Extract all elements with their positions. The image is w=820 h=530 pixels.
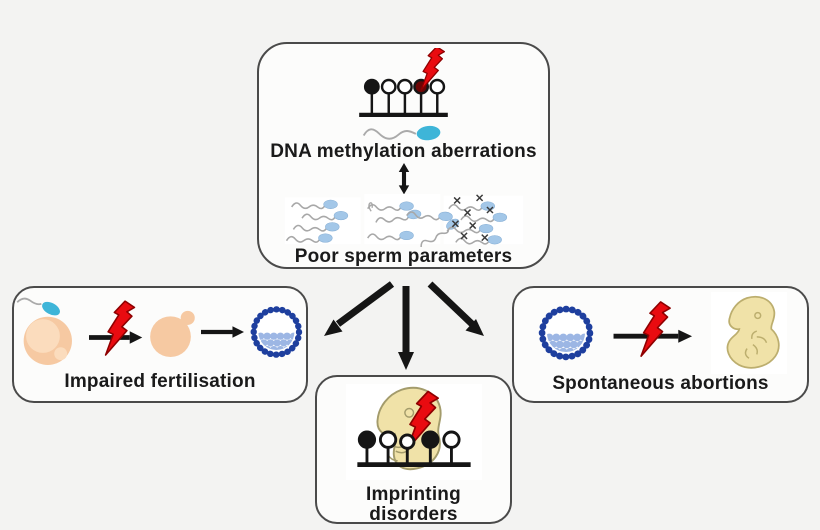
down-left-arrow-icon — [324, 281, 395, 336]
impaired-fertilisation-box: Impaired fertilisation — [12, 286, 308, 403]
double-arrow-icon — [398, 163, 409, 195]
embryo-methylation-icon — [356, 386, 471, 471]
methylation-lollipops-icon — [359, 48, 448, 117]
sperm-group-abnormal-icon — [366, 201, 462, 248]
sperm-groups-icon — [284, 194, 523, 248]
top-box-caption: Poor sperm parameters — [294, 245, 513, 267]
fetus-icon — [726, 295, 780, 369]
center-box-caption-line2: disorders — [369, 504, 458, 525]
blastocyst-icon — [538, 305, 593, 361]
imprinting-disorders-box: Imprinting disorders — [315, 375, 512, 525]
zygote-icon — [150, 310, 196, 358]
lightning-arrow-icon — [613, 301, 692, 357]
right-arrow-icon — [201, 326, 245, 338]
left-box-caption: Impaired fertilisation — [64, 371, 256, 392]
right-box-caption: Spontaneous abortions — [552, 373, 769, 394]
down-right-arrow-icon — [427, 281, 484, 336]
lightning-arrow-icon — [89, 300, 143, 356]
center-box-caption-line1: Imprinting — [366, 484, 461, 505]
top-box-title: DNA methylation aberrations — [270, 141, 537, 163]
connector-arrows — [324, 281, 484, 370]
spontaneous-abortions-box: Spontaneous abortions — [512, 286, 809, 403]
down-arrow-icon — [398, 286, 414, 370]
dna-methylation-box: DNA methylation aberrations — [257, 42, 550, 269]
egg-with-sperm-icon — [16, 297, 72, 366]
blastocyst-icon — [250, 306, 303, 358]
lightning-bolt-icon — [639, 301, 671, 357]
sperm-icon — [362, 125, 440, 141]
lightning-bolt-icon — [105, 300, 136, 356]
